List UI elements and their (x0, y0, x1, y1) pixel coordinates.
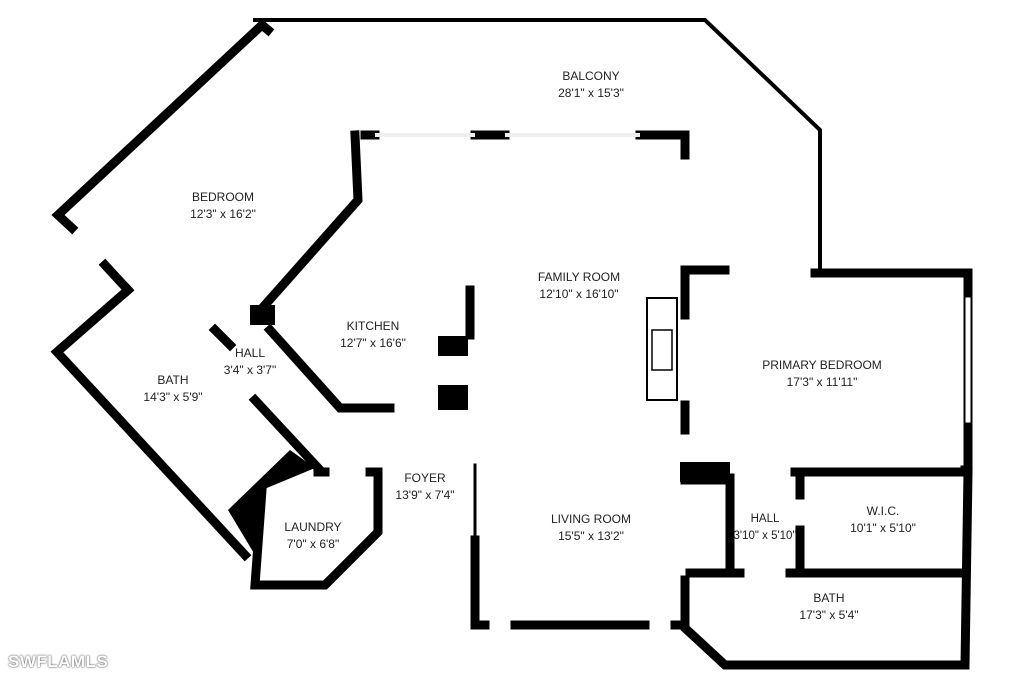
room-label-hall: HALL 3'4" x 3'7" (224, 345, 276, 379)
room-name: LAUNDRY (284, 520, 342, 534)
room-label-bath-2: BATH 17'3" x 5'4" (799, 590, 858, 624)
watermark: SWFLAMLS (8, 652, 109, 671)
balcony-rail (253, 18, 822, 274)
room-size: 28'1" x 15'3" (558, 86, 624, 100)
room-size: 12'7" x 16'6" (340, 336, 406, 350)
room-name: BEDROOM (191, 190, 254, 204)
room-name: FOYER (404, 471, 446, 485)
laundry-wall (250, 467, 383, 590)
room-label-laundry: LAUNDRY 7'0" x 6'8" (284, 519, 341, 553)
room-label-wic: W.I.C. 10'1" x 5'10" (850, 503, 916, 537)
window (505, 133, 640, 137)
room-size: 12'3" x 16'2" (190, 207, 256, 221)
room-size: 14'3" x 5'9" (143, 390, 203, 404)
room-label-foyer: FOYER 13'9" x 7'4" (395, 470, 454, 504)
bath-wall (50, 283, 252, 562)
room-size: 3'10" x 5'10" (733, 530, 797, 542)
room-size: 15'5" x 13'2" (558, 529, 624, 543)
room-label-bedroom: BEDROOM 12'3" x 16'2" (190, 189, 256, 223)
room-size: 17'3" x 11'11" (786, 375, 858, 389)
room-label-primary-bedroom: PRIMARY BEDROOM 17'3" x 11'11" (762, 357, 882, 391)
room-name: HALL (750, 513, 780, 525)
room-name: BATH (813, 591, 845, 605)
room-label-bath: BATH 14'3" x 5'9" (143, 372, 202, 406)
room-label-balcony: BALCONY 28'1" x 15'3" (558, 68, 624, 102)
room-name: W.I.C. (866, 504, 900, 518)
room-name: FAMILY ROOM (537, 270, 621, 284)
room-name: HALL (234, 346, 266, 360)
kitchen-wall (263, 323, 395, 413)
room-name: KITCHEN (346, 319, 400, 333)
room-label-hall-2: HALL 3'10" x 5'10" (733, 511, 796, 545)
living-room-wall (470, 535, 490, 630)
room-size: 10'1" x 5'10" (850, 521, 916, 535)
window (375, 133, 475, 137)
room-name: LIVING ROOM (550, 512, 632, 526)
room-size: 13'9" x 7'4" (395, 488, 455, 502)
room-name: BATH (157, 373, 189, 387)
room-name: BALCONY (562, 69, 620, 83)
room-name: PRIMARY BEDROOM (762, 358, 882, 372)
room-label-living-room: LIVING ROOM 15'5" x 13'2" (551, 511, 631, 545)
room-label-kitchen: KITCHEN 12'7" x 16'6" (340, 318, 406, 352)
room-size: 17'3" x 5'4" (799, 608, 859, 622)
room-size: 7'0" x 6'8" (286, 537, 340, 551)
room-label-family-room: FAMILY ROOM 12'10" x 16'10" (538, 269, 620, 303)
room-size: 12'10" x 16'10" (539, 287, 619, 301)
room-size: 3'4" x 3'7" (223, 363, 277, 377)
bedroom-wall (51, 19, 275, 235)
